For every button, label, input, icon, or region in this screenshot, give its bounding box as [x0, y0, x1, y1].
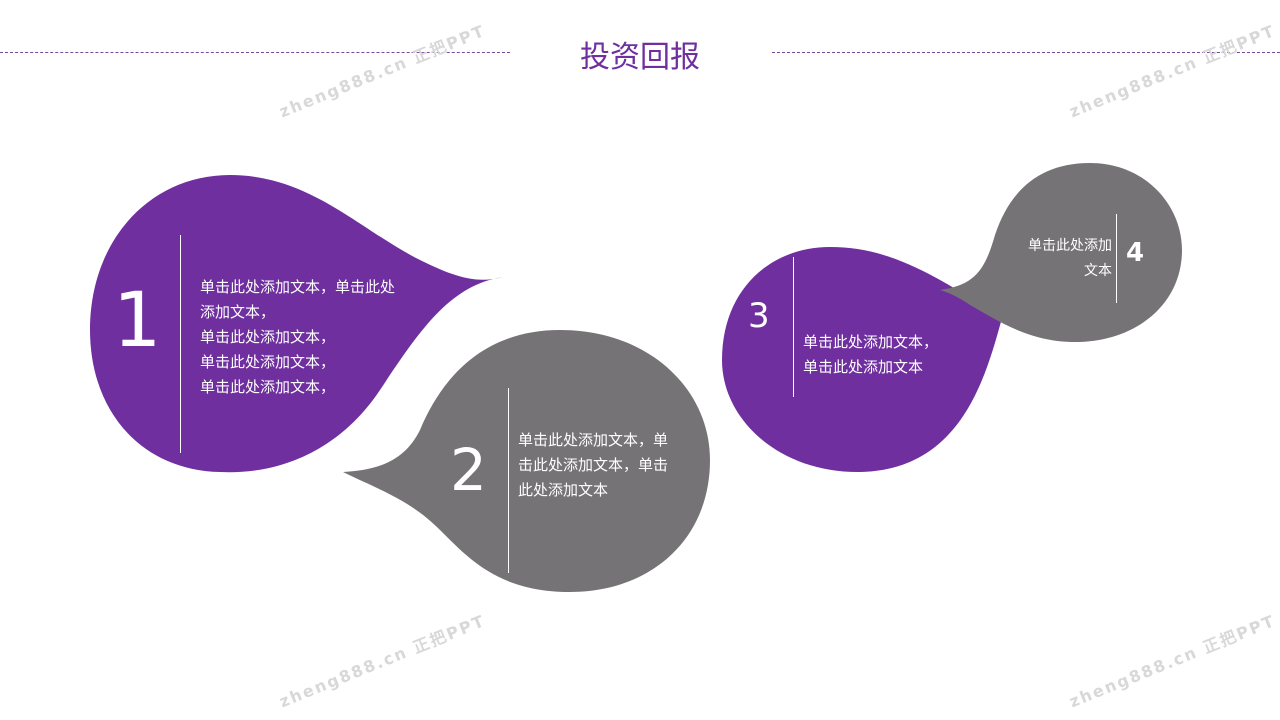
text-line: 单击此处添加文本，: [200, 378, 336, 396]
item-number-1: 1: [113, 275, 162, 364]
item-number-3: 3: [748, 296, 770, 336]
text-line: 单击此处添加文本: [803, 358, 924, 376]
text-line: 添加文本，: [200, 303, 276, 321]
item-text-2: 单击此处添加文本，单 击此处添加文本，单击 此处添加文本: [518, 428, 668, 503]
item-divider-2: [508, 388, 509, 573]
page-title: 投资回报: [580, 40, 700, 75]
text-line: 单击此处添加文本，: [200, 328, 336, 346]
item-divider-3: [793, 257, 794, 397]
text-line: 击此处添加文本，单击: [518, 456, 669, 474]
item-divider-1: [180, 235, 181, 453]
text-line: 单击此处添加文本，单击此处: [200, 278, 396, 296]
text-line: 单击此处添加: [1028, 238, 1112, 254]
item-text-1: 单击此处添加文本，单击此处 添加文本， 单击此处添加文本， 单击此处添加文本， …: [200, 275, 395, 400]
text-line: 单击此处添加文本，: [200, 353, 336, 371]
text-line: 文本: [1084, 263, 1112, 279]
item-number-4: 4: [1126, 238, 1145, 268]
item-divider-4: [1116, 214, 1117, 303]
bubble-3: [722, 247, 1002, 473]
item-text-4: 单击此处添加 文本: [1000, 234, 1112, 284]
text-line: 单击此处添加文本，单: [518, 431, 669, 449]
bubble-2: [343, 330, 710, 592]
bubble-4: [940, 163, 1182, 342]
item-number-2: 2: [450, 436, 487, 504]
text-line: 此处添加文本: [518, 481, 609, 499]
bubble-1: [90, 175, 503, 473]
title-divider-left: [0, 52, 510, 53]
item-text-3: 单击此处添加文本， 单击此处添加文本: [803, 330, 938, 380]
title-divider-right: [772, 52, 1280, 53]
text-line: 单击此处添加文本，: [803, 333, 939, 351]
